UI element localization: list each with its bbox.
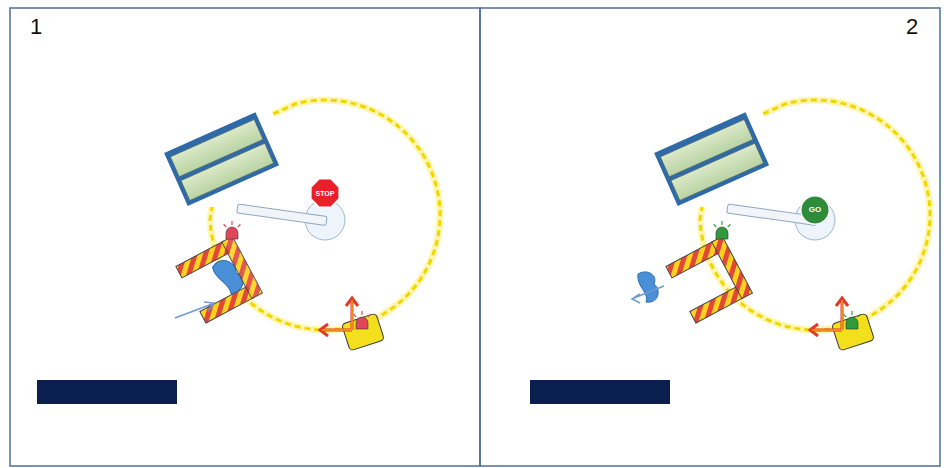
control-panel [832,313,875,351]
entry-arrow [175,302,214,318]
reset-arrows [810,298,848,336]
panel-number: 1 [30,16,42,38]
reset-arrows [320,298,358,336]
panel-frame [10,8,480,466]
conveyor [654,112,769,206]
panel-number: 2 [906,16,918,38]
light-curtain-gate [666,236,753,323]
sign-text: GO [809,206,821,214]
person-leaving [632,272,664,303]
dark-bar [37,380,177,404]
robot-cell [632,100,930,351]
stop-sign: STOP [309,177,341,209]
go-sign: GO [800,195,830,225]
gate-beacon [224,221,241,239]
sign-text: STOP [316,190,335,197]
gate-beacon [714,221,731,239]
panel-beacon [844,311,861,329]
panel-frame [480,8,940,466]
control-panel [342,313,385,351]
robot-cell [164,100,440,351]
conveyor [164,112,279,206]
light-curtain-gate [176,236,263,323]
dark-bar [530,380,670,404]
robot-arm [237,204,327,225]
panel-beacon [354,311,371,329]
